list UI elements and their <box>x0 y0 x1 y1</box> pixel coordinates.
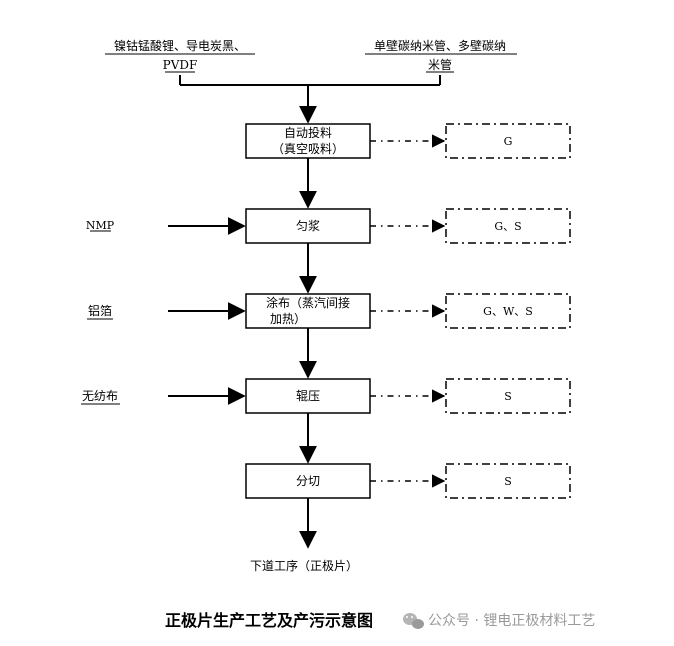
process-label: 分切 <box>296 474 320 488</box>
output-label: 下道工序（正极片） <box>250 558 358 573</box>
process-box-auto-feeding <box>245 123 371 159</box>
pollutant-box <box>445 293 571 329</box>
pollutant-box <box>445 123 571 159</box>
process-label: 加热） <box>270 312 306 326</box>
pollutant-label: S <box>504 390 512 403</box>
pollutant-box <box>445 208 571 244</box>
figure-caption: 正极片生产工艺及产污示意图 <box>165 611 373 630</box>
input-label-nonwoven: 无纺布 <box>82 389 118 403</box>
input-label-carbon-nanotubes: 单壁碳纳米管、多壁碳纳 <box>374 38 506 53</box>
process-label: 自动投料 <box>284 125 332 140</box>
process-label: （真空吸料） <box>272 142 344 156</box>
process-label: 辊压 <box>296 389 320 403</box>
pollutant-box <box>445 463 571 499</box>
input-label-pvdf: PVDF <box>163 58 198 72</box>
pollutant-label: G <box>504 135 513 148</box>
process-label: 涂布（蒸汽间接 <box>266 295 350 310</box>
pollutant-label: S <box>504 475 512 488</box>
watermark-text: 公众号 · 锂电正极材料工艺 <box>428 613 595 629</box>
input-label-aluminum-foil: 铝箔 <box>88 303 112 318</box>
process-box-rolling <box>245 378 371 414</box>
input-label-nanotubes-cont: 米管 <box>428 57 452 72</box>
pollutant-box <box>445 378 571 414</box>
wechat-icon <box>403 613 424 629</box>
pollutant-label: G、S <box>494 220 521 233</box>
process-label: 匀浆 <box>296 218 320 233</box>
input-label-nmp: NMP <box>86 219 115 232</box>
pollutant-label: G、W、S <box>483 305 533 318</box>
input-label-cathode-materials: 镍钴锰酸锂、导电炭黑、 <box>114 38 246 53</box>
